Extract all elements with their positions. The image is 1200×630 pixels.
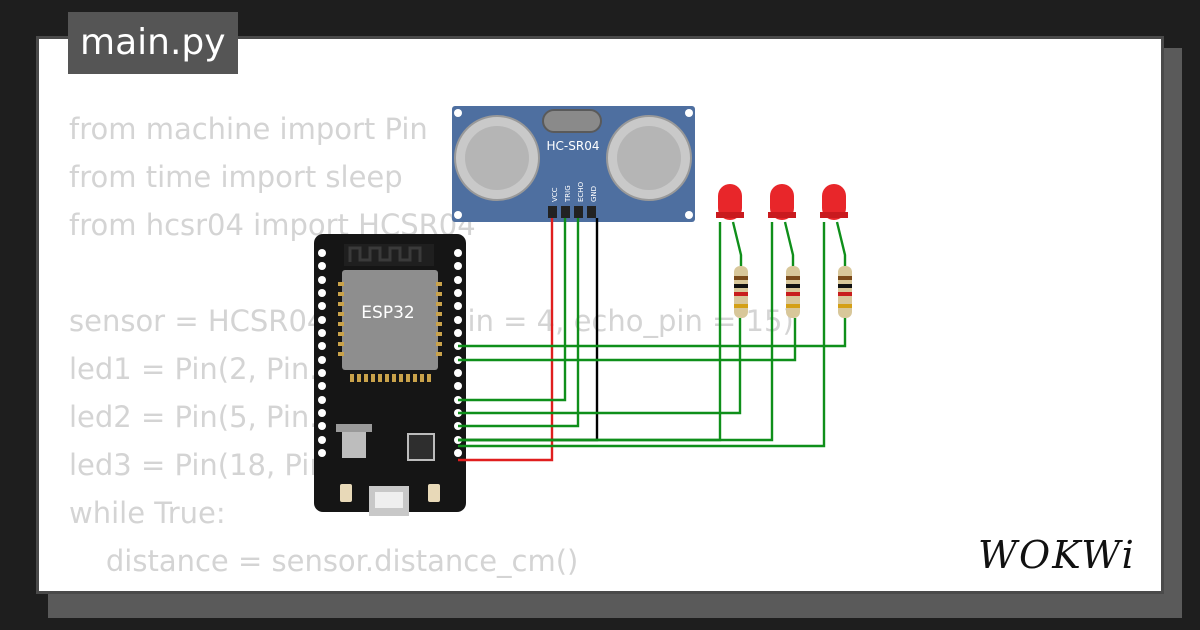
wokwi-logo: WOKWi [978,530,1150,584]
resistor-3[interactable] [838,266,852,318]
code-line: distance = sensor.distance_cm() [69,544,579,578]
sensor-pin-vcc: VCC [551,187,559,202]
hc-sr04-sensor[interactable]: HC-SR04 VCC TRIG ECHO GND [452,106,695,222]
sensor-pin-trig: TRIG [564,185,572,203]
wokwi-logo-text: WOKWi [978,533,1136,577]
led-3[interactable] [820,184,848,220]
sensor-pin-echo: ECHO [577,181,585,202]
code-line: from machine import Pin [69,112,428,146]
code-line: while True: [69,496,226,530]
esp32-label: ESP32 [361,303,414,323]
resistor-1[interactable] [734,266,748,318]
led-wires [458,221,847,448]
resistor-2[interactable] [786,266,800,318]
file-tab[interactable]: main.py [68,12,238,74]
code-line: from time import sleep [69,160,403,194]
led-1[interactable] [716,184,744,220]
sensor-wires [458,218,599,462]
file-tab-label: main.py [80,22,226,63]
sensor-pin-gnd: GND [590,186,598,202]
led-2[interactable] [768,184,796,220]
esp32-board[interactable]: ESP32 [314,234,466,516]
sensor-label: HC-SR04 [547,139,600,153]
